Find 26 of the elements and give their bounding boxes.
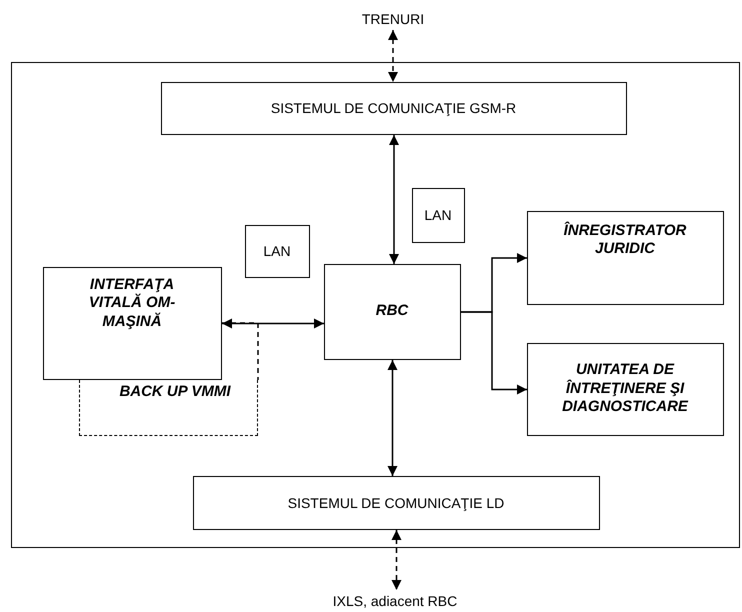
arrow (388, 360, 398, 476)
node-label: INTERFAŢA VITALĂ OM-MAŞINĂ (88, 276, 176, 332)
block-box (192, 476, 600, 530)
node-label: SISTEMUL DE COMUNICAŢIE GSM-R (270, 100, 516, 116)
arrow (389, 135, 399, 264)
node-label: SISTEMUL DE COMUNICAŢIE LD (288, 494, 504, 510)
block-box (526, 342, 724, 436)
node-label: LAN (263, 243, 291, 259)
block-box (42, 266, 222, 380)
block-box (526, 210, 724, 304)
arrow (388, 30, 398, 82)
node-label: IXLS, adiacent RBC (332, 593, 458, 609)
node-label: UNITATEA DE ÎNTREŢINERE ŞI DIAGNOSTICARE (561, 360, 690, 418)
node-label: BACK UP VMMI (119, 382, 231, 402)
arrow (461, 311, 527, 394)
block-box (412, 188, 464, 242)
block-box (160, 82, 626, 134)
arrow (392, 530, 402, 590)
system-frame (11, 62, 740, 548)
node-label: RBC (376, 302, 408, 321)
block-box (244, 224, 310, 278)
node-label: ÎNREGISTRATOR JURIDIC (564, 222, 686, 259)
node-label: LAN (424, 207, 452, 223)
block-box (324, 264, 460, 360)
node-label: TRENURI (362, 11, 424, 27)
arrow (222, 318, 324, 328)
